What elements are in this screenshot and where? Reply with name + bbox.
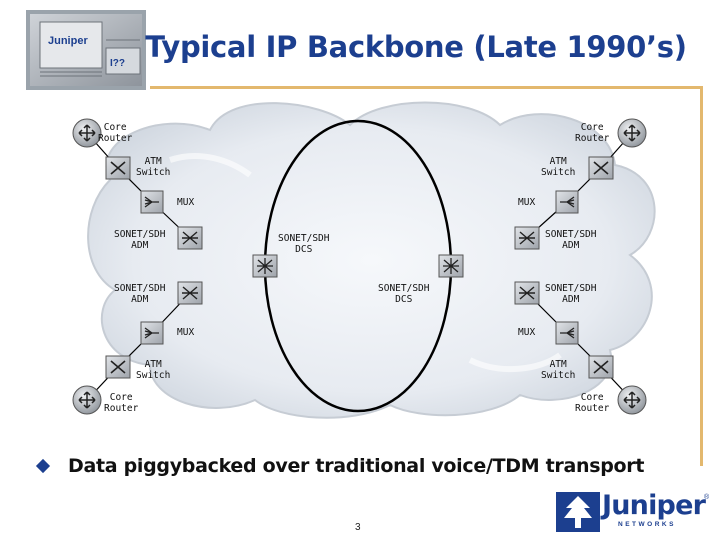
- juniper-chip-image: Juniper I??: [26, 10, 146, 90]
- chip-text-mid: I??: [110, 58, 125, 69]
- label-mux: MUX: [518, 197, 536, 208]
- mux-icon: [555, 190, 579, 214]
- label-mux: MUX: [518, 327, 536, 338]
- atm-switch-icon: [105, 156, 131, 180]
- logo-wordmark: Juniper: [602, 490, 706, 521]
- atm-switch-icon: [588, 156, 614, 180]
- logo-registered-mark: ®: [704, 494, 710, 501]
- atm-switch-icon: [105, 355, 131, 379]
- chip-text-top: Juniper: [48, 35, 88, 47]
- label-atm-switch: ATM Switch: [136, 359, 171, 381]
- label-sonet-dcs: SONET/SDH DCS: [278, 233, 330, 255]
- label-sonet-adm: SONET/SDH ADM: [545, 229, 597, 251]
- sonet-dcs-icon: [438, 254, 464, 278]
- label-mux: MUX: [177, 197, 195, 208]
- diamond-bullet-icon: [35, 458, 51, 474]
- label-core-router: Core Router: [98, 122, 133, 144]
- network-cloud: [87, 101, 656, 419]
- sonet-dcs-icon: [252, 254, 278, 278]
- core-router-icon: [72, 385, 102, 415]
- core-router-icon: [72, 118, 102, 148]
- label-sonet-adm: SONET/SDH ADM: [545, 283, 597, 305]
- label-sonet-dcs: SONET/SDH DCS: [378, 283, 430, 305]
- label-atm-switch: ATM Switch: [541, 359, 576, 381]
- label-atm-switch: ATM Switch: [136, 156, 171, 178]
- core-router-icon: [617, 385, 647, 415]
- label-mux: MUX: [177, 327, 195, 338]
- sonet-adm-icon: [514, 281, 540, 305]
- label-core-router: Core Router: [575, 392, 610, 414]
- label-core-router: Core Router: [575, 122, 610, 144]
- accent-rule-vertical: [700, 86, 703, 466]
- slide-title: Typical IP Backbone (Late 1990’s): [145, 30, 687, 64]
- bullet-point: Data piggybacked over traditional voice/…: [35, 455, 645, 477]
- sonet-adm-icon: [514, 226, 540, 250]
- juniper-networks-logo: Juniper NETWORKS ®: [556, 490, 712, 536]
- bullet-text: Data piggybacked over traditional voice/…: [68, 455, 645, 477]
- atm-switch-icon: [588, 355, 614, 379]
- mux-icon: [140, 321, 164, 345]
- accent-rule-horizontal: [150, 86, 702, 89]
- label-sonet-adm: SONET/SDH ADM: [114, 229, 166, 251]
- page-number: 3: [355, 522, 361, 533]
- logo-subtext: NETWORKS: [618, 521, 676, 528]
- core-router-icon: [617, 118, 647, 148]
- mux-icon: [140, 190, 164, 214]
- sonet-adm-icon: [177, 226, 203, 250]
- sonet-adm-icon: [177, 281, 203, 305]
- juniper-tree-icon: [556, 492, 600, 532]
- label-sonet-adm: SONET/SDH ADM: [114, 283, 166, 305]
- label-atm-switch: ATM Switch: [541, 156, 576, 178]
- label-core-router: Core Router: [104, 392, 139, 414]
- mux-icon: [555, 321, 579, 345]
